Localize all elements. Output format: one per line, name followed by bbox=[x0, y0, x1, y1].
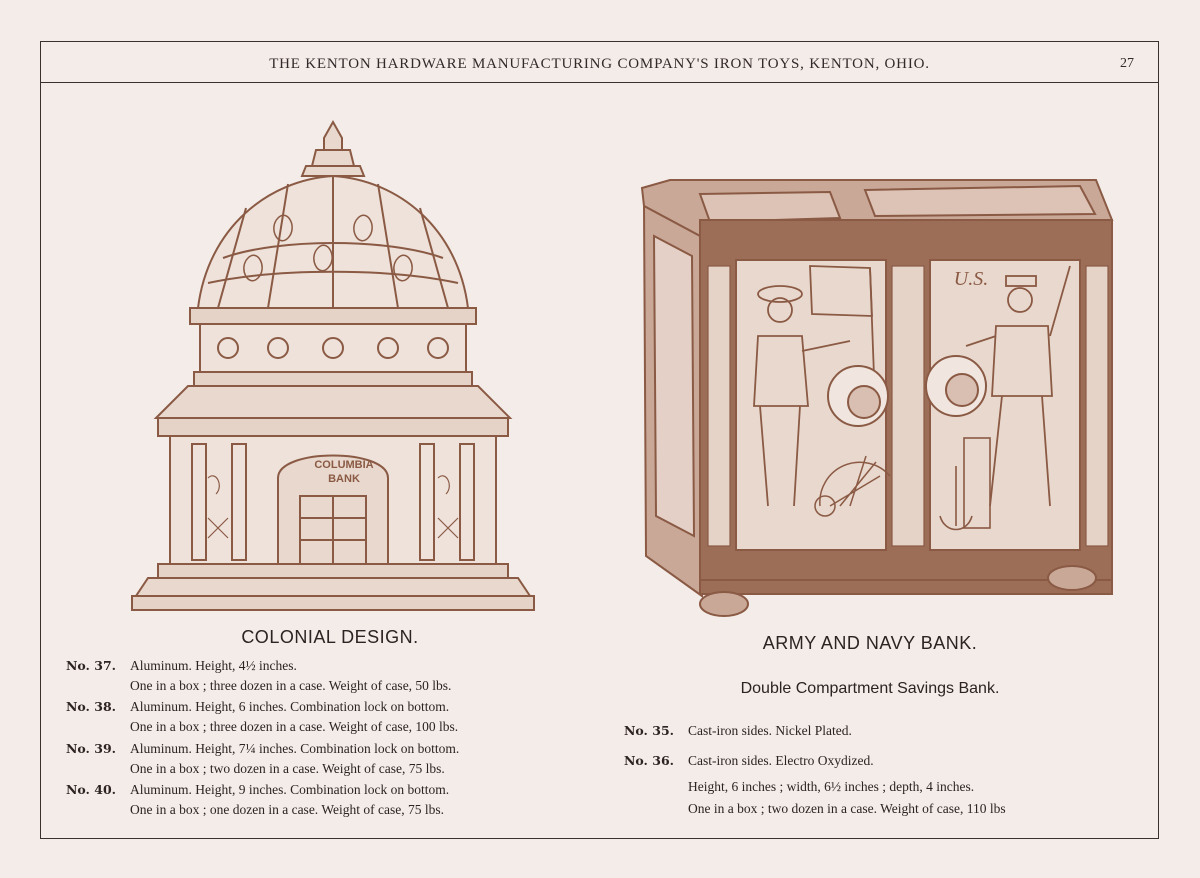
item-no-35: No. 35. Cast-iron sides. Nickel Plated. bbox=[624, 721, 1144, 743]
columbia-sign-text-1: COLUMBIA bbox=[314, 459, 374, 471]
colonial-design-caption: COLONIAL DESIGN. bbox=[241, 627, 419, 647]
item-line-1: Aluminum. Height, 9 inches. Combination … bbox=[130, 782, 450, 797]
item-line-2: One in a box ; three dozen in a case. We… bbox=[130, 678, 452, 693]
page-border bbox=[40, 41, 1159, 839]
item-no-36: No. 36. Cast-iron sides. Electro Oxydize… bbox=[624, 751, 1144, 817]
item-no-40: No. 40. Aluminum. Height, 9 inches. Comb… bbox=[66, 780, 586, 820]
item-number: No. 36. bbox=[624, 753, 674, 768]
item-line-1: Aluminum. Height, 6 inches. Combination … bbox=[130, 699, 450, 714]
item-line-3: One in a box ; two dozen in a case. Weig… bbox=[688, 801, 1006, 816]
item-line-1: Aluminum. Height, 4½ inches. bbox=[130, 658, 297, 673]
item-no-38: No. 38. Aluminum. Height, 6 inches. Comb… bbox=[66, 697, 586, 737]
columbia-sign-text-2: BANK bbox=[328, 473, 360, 485]
page-number: 27 bbox=[1120, 56, 1134, 71]
item-no-39: No. 39. Aluminum. Height, 7¼ inches. Com… bbox=[66, 739, 586, 779]
item-line-2: One in a box ; two dozen in a case. Weig… bbox=[130, 761, 445, 776]
item-no-37: No. 37. Aluminum. Height, 4½ inches. One… bbox=[66, 656, 586, 696]
item-line-1: Cast-iron sides. Nickel Plated. bbox=[688, 723, 852, 738]
page-header-title: THE KENTON HARDWARE MANUFACTURING COMPAN… bbox=[269, 56, 930, 72]
item-number: No. 40. bbox=[66, 782, 116, 797]
us-door-text: U.S. bbox=[953, 268, 989, 290]
colonial-bank-illustration bbox=[131, 119, 535, 611]
item-number: No. 35. bbox=[624, 723, 674, 738]
item-line-2: One in a box ; three dozen in a case. We… bbox=[130, 719, 459, 734]
item-line-2: One in a box ; one dozen in a case. Weig… bbox=[130, 802, 444, 817]
item-number: No. 39. bbox=[66, 741, 116, 756]
double-compartment-subcaption: Double Compartment Savings Bank. bbox=[740, 680, 1000, 697]
item-line-1: Cast-iron sides. Electro Oxydized. bbox=[688, 753, 874, 768]
item-number: No. 38. bbox=[66, 699, 116, 714]
item-line-1: Aluminum. Height, 7¼ inches. Combination… bbox=[130, 741, 460, 756]
item-number: No. 37. bbox=[66, 658, 116, 673]
army-navy-bank-illustration bbox=[640, 179, 1114, 617]
header-divider bbox=[40, 82, 1159, 83]
item-line-2: Height, 6 inches ; width, 6½ inches ; de… bbox=[688, 779, 975, 794]
army-navy-caption: ARMY AND NAVY BANK. bbox=[762, 633, 978, 653]
